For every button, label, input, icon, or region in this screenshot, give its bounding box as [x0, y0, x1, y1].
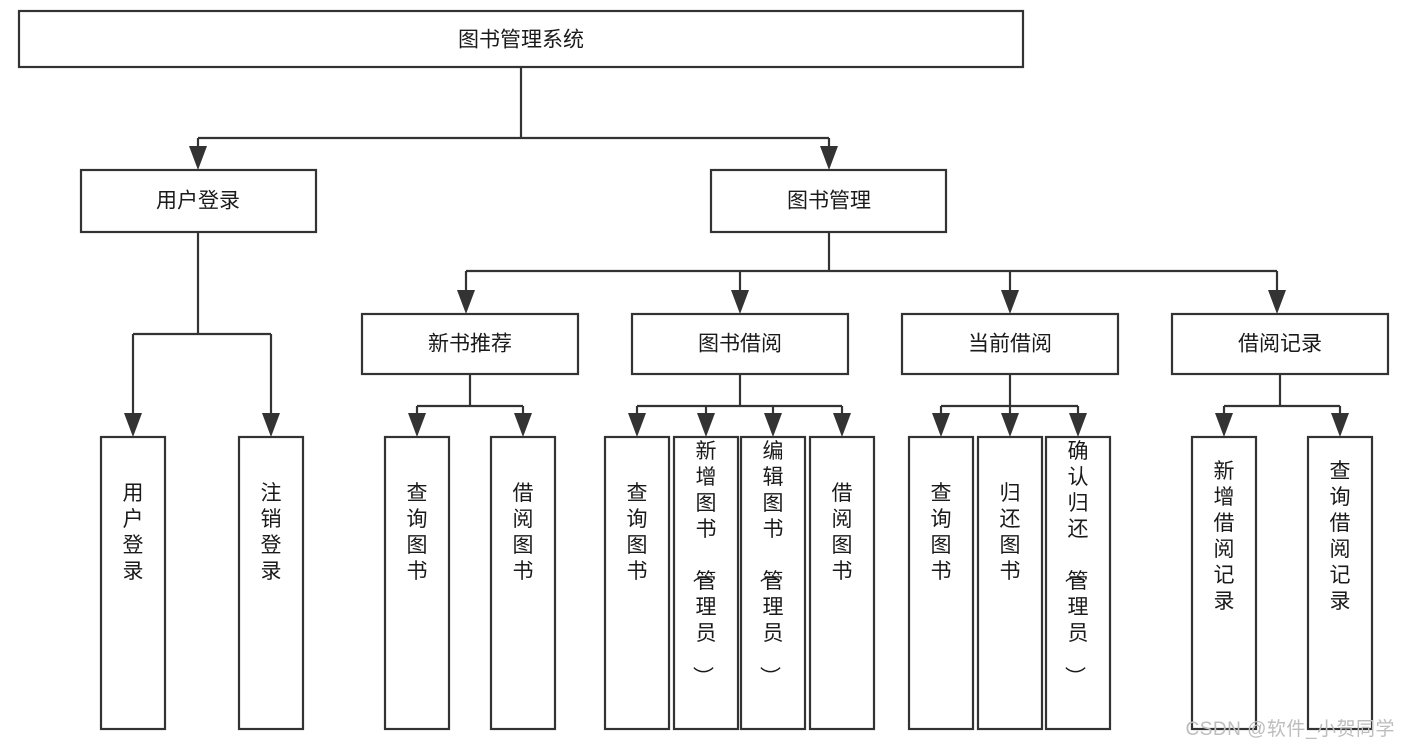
- leaf-box-add-book-admin[interactable]: [672, 435, 740, 731]
- csdn-watermark: CSDN @软件_小贺同学: [1185, 719, 1395, 740]
- leaf-label-borrow-book-borrow: 借阅图书: [832, 482, 853, 583]
- node-user-login-box[interactable]: [79, 168, 318, 234]
- leaf-node-borrow-book-borrow[interactable]: 借阅图书: [808, 435, 876, 731]
- leaf-box-logout[interactable]: [237, 435, 305, 731]
- leaf-node-return-book[interactable]: 归还图书: [976, 435, 1044, 731]
- arrow-head-record-leaf1: [1215, 413, 1233, 437]
- arrow-head-borrow: [731, 290, 749, 314]
- leaf-node-confirm-return-admin[interactable]: 确认归还（管理员）: [1044, 435, 1112, 731]
- node-current-borrowing[interactable]: 当前借阅: [900, 312, 1120, 376]
- leaf-box-add-borrow-record[interactable]: [1190, 435, 1258, 731]
- arrow-head-record: [1268, 290, 1286, 314]
- leaf-label-user-login-action: 用户登录: [123, 482, 144, 583]
- node-borrowing-record-box[interactable]: [1170, 312, 1390, 376]
- node-book-management-box[interactable]: [709, 168, 948, 234]
- arrow-head-borrow-leaf4: [833, 413, 851, 437]
- leaf-label-logout: 注销登录: [261, 482, 282, 583]
- leaf-box-user-login-action[interactable]: [99, 435, 167, 731]
- leaf-label-query-book-current: 查询图书: [931, 482, 952, 583]
- node-root-book-management-system[interactable]: 图书管理系统: [17, 9, 1025, 69]
- arrow-head-newbook: [457, 290, 475, 314]
- node-new-book-recommendation-box[interactable]: [360, 312, 580, 376]
- arrow-head-current-leaf1: [932, 413, 950, 437]
- leaf-label-query-book-newbook: 查询图书: [407, 482, 428, 583]
- arrow-head-book-manage: [820, 146, 838, 170]
- arrow-head-newbook-leaf1: [408, 413, 426, 437]
- arrow-head-borrow-leaf3: [764, 413, 782, 437]
- arrow-head-current-leaf3: [1069, 413, 1087, 437]
- node-borrowing-record-label: 借阅记录: [1238, 333, 1322, 356]
- arrow-head-record-leaf2: [1331, 413, 1349, 437]
- node-new-book-recommendation[interactable]: 新书推荐: [360, 312, 580, 376]
- node-user-login[interactable]: 用户登录: [79, 168, 318, 234]
- node-current-borrowing-box[interactable]: [900, 312, 1120, 376]
- arrow-head-borrow-leaf2: [697, 413, 715, 437]
- leaf-node-add-borrow-record[interactable]: 新增借阅记录: [1190, 435, 1258, 731]
- node-user-login-label: 用户登录: [156, 190, 240, 213]
- leaf-node-logout[interactable]: 注销登录: [237, 435, 305, 731]
- arrow-head-current-leaf2: [1001, 413, 1019, 437]
- arrow-head-userlogin-leaf2: [262, 413, 280, 437]
- arrow-head-user-login: [189, 146, 207, 170]
- arrow-head-userlogin-leaf1: [124, 413, 142, 437]
- leaf-node-borrow-book-newbook[interactable]: 借阅图书: [489, 435, 557, 731]
- node-book-borrowing-box[interactable]: [630, 312, 850, 376]
- leaf-label-edit-book-admin: 编辑图书（管理员）: [758, 440, 784, 687]
- leaf-box-return-book[interactable]: [976, 435, 1044, 731]
- leaf-box-confirm-return-admin[interactable]: [1044, 435, 1112, 731]
- leaf-label-add-book-admin: 新增图书（管理员）: [691, 440, 717, 687]
- node-current-borrowing-label: 当前借阅: [968, 333, 1052, 356]
- leaf-box-borrow-book-newbook[interactable]: [489, 435, 557, 731]
- leaf-label-return-book: 归还图书: [1000, 482, 1021, 583]
- node-new-book-recommendation-label: 新书推荐: [428, 333, 512, 356]
- node-book-borrowing-label: 图书借阅: [698, 333, 782, 356]
- leaf-box-edit-book-admin[interactable]: [739, 435, 807, 731]
- node-root-label: 图书管理系统: [458, 29, 584, 52]
- leaf-box-query-book-borrow[interactable]: [603, 435, 671, 731]
- arrow-head-current: [1001, 290, 1019, 314]
- leaf-label-query-book-borrow: 查询图书: [627, 482, 648, 583]
- leaf-box-borrow-book-borrow[interactable]: [808, 435, 876, 731]
- leaf-node-add-book-admin[interactable]: 新增图书（管理员）: [672, 435, 740, 731]
- leaf-box-query-book-current[interactable]: [907, 435, 975, 731]
- leaf-node-query-borrow-record[interactable]: 查询借阅记录: [1306, 435, 1374, 731]
- leaf-node-user-login-action[interactable]: 用户登录: [99, 435, 167, 731]
- node-root-box[interactable]: [17, 9, 1025, 69]
- node-borrowing-record[interactable]: 借阅记录: [1170, 312, 1390, 376]
- leaf-label-query-borrow-record: 查询借阅记录: [1330, 460, 1351, 613]
- leaf-box-query-book-newbook[interactable]: [383, 435, 451, 731]
- node-book-management[interactable]: 图书管理: [709, 168, 948, 234]
- arrow-head-borrow-leaf1: [628, 413, 646, 437]
- node-book-management-label: 图书管理: [787, 190, 871, 213]
- leaf-nodes-layer: 用户登录 注销登录 查询图书 借阅图书 查询图书 新增图书（管理员）: [99, 435, 1374, 731]
- leaf-node-query-book-borrow[interactable]: 查询图书: [603, 435, 671, 731]
- leaf-label-borrow-book-newbook: 借阅图书: [513, 482, 534, 583]
- leaf-node-edit-book-admin[interactable]: 编辑图书（管理员）: [739, 435, 807, 731]
- leaf-node-query-book-newbook[interactable]: 查询图书: [383, 435, 451, 731]
- arrow-head-newbook-leaf2: [514, 413, 532, 437]
- connectors-layer: [124, 67, 1349, 437]
- leaf-node-query-book-current[interactable]: 查询图书: [907, 435, 975, 731]
- leaf-box-query-borrow-record[interactable]: [1306, 435, 1374, 731]
- leaf-label-confirm-return-admin: 确认归还（管理员）: [1063, 440, 1089, 687]
- node-book-borrowing[interactable]: 图书借阅: [630, 312, 850, 376]
- leaf-label-add-borrow-record: 新增借阅记录: [1214, 460, 1235, 613]
